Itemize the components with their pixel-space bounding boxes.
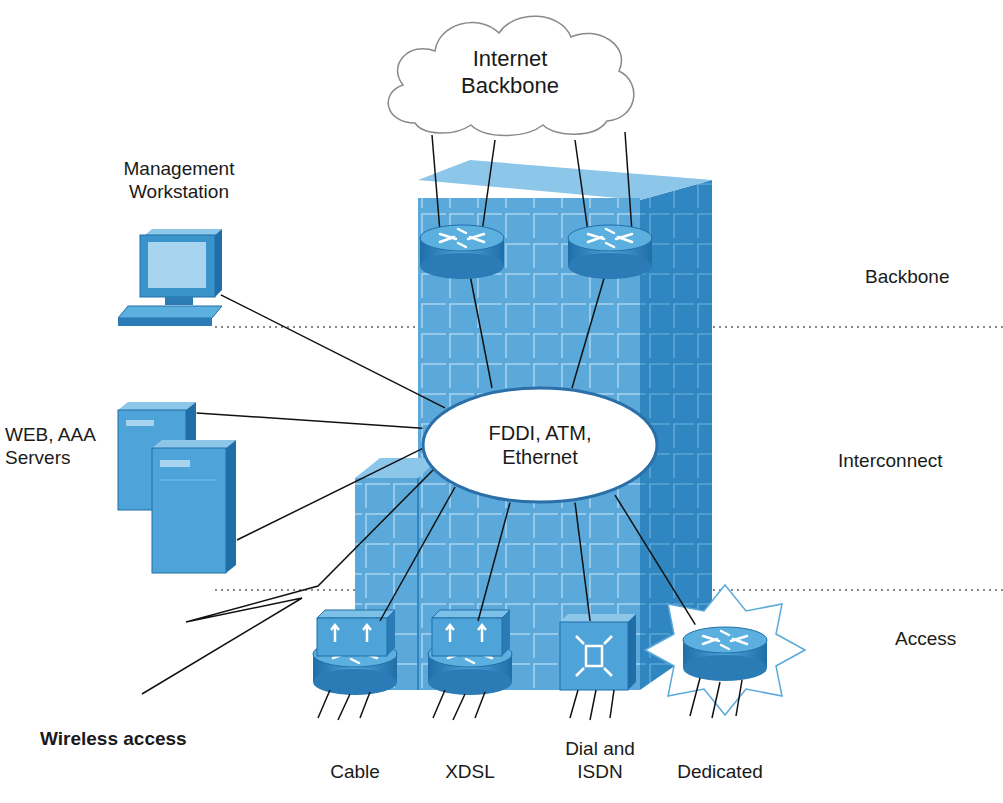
link-line bbox=[478, 503, 510, 621]
link-line bbox=[221, 295, 445, 408]
node-label: Dial and ISDN bbox=[550, 738, 650, 784]
access-device: Dial and ISDN bbox=[545, 612, 655, 792]
layer-label: Backbone bbox=[865, 266, 950, 289]
link-line bbox=[197, 413, 423, 428]
node-label: WEB, AAA Servers bbox=[5, 424, 105, 470]
node-label: XDSL bbox=[445, 761, 495, 784]
node-label: FDDI, ATM, Ethernet bbox=[475, 421, 605, 469]
cloud-node: Internet Backbone bbox=[375, 5, 645, 140]
workstation-node: Management Workstation bbox=[90, 158, 268, 338]
link-line bbox=[615, 495, 695, 625]
server-node: WEB, AAA Servers bbox=[5, 400, 237, 580]
link-line bbox=[575, 503, 590, 621]
node-label: Cable bbox=[330, 761, 380, 784]
link-line bbox=[380, 487, 455, 621]
interconnect-ellipse: FDDI, ATM, Ethernet bbox=[420, 385, 660, 505]
link-line bbox=[237, 447, 425, 540]
layer-label: Interconnect bbox=[838, 450, 943, 473]
node-label: Management Workstation bbox=[94, 158, 264, 204]
access-device: XDSL bbox=[415, 612, 525, 792]
access-device: Dedicated bbox=[655, 612, 785, 792]
wireless-label: Wireless access bbox=[40, 728, 187, 751]
node-label: Internet Backbone bbox=[445, 46, 575, 99]
access-device: Cable bbox=[300, 612, 410, 792]
ellipse-outline bbox=[420, 385, 660, 505]
node-label: Dedicated bbox=[677, 761, 763, 784]
layer-label: Access bbox=[895, 628, 956, 651]
